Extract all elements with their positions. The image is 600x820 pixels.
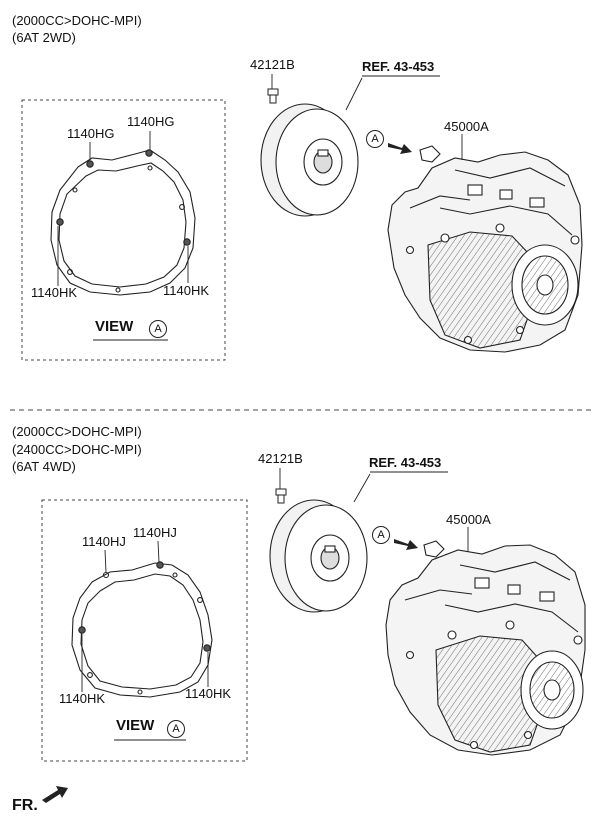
top-arrow-marker-letter: A (371, 133, 379, 145)
top-callout-hg-left: 1140HG (67, 126, 115, 141)
bottom-adapter-plate (71, 561, 213, 698)
top-torque-converter (260, 103, 359, 217)
top-callout-hg-right: 1140HG (127, 114, 175, 129)
top-spec-engine: (2000CC>DOHC-MPI) (12, 13, 142, 28)
bottom-callout-hk-right: 1140HK (185, 686, 232, 701)
top-direction-arrow-icon (388, 143, 412, 154)
bottom-view-label: VIEW (116, 717, 155, 734)
top-callout-hk-right: 1140HK (163, 283, 210, 298)
top-spec-drive: (6AT 2WD) (12, 30, 76, 45)
bottom-transmission-assembly (385, 540, 586, 756)
top-callout-hk-left: 1140HK (31, 285, 78, 300)
bottom-callout-hj-left: 1140HJ (82, 534, 126, 549)
bottom-view-marker-letter: A (172, 723, 180, 735)
bottom-spec-engine-2400: (2400CC>DOHC-MPI) (12, 442, 142, 457)
bottom-transmission-part-label: 45000A (446, 512, 491, 527)
bottom-spec-engine-2000: (2000CC>DOHC-MPI) (12, 424, 142, 439)
bottom-bolt-icon (275, 488, 287, 504)
top-bolt-icon (267, 88, 279, 104)
top-transmission-part-label: 45000A (444, 119, 489, 134)
front-direction-label: FR. (12, 797, 38, 814)
front-direction-arrow-icon (42, 786, 68, 803)
bottom-callout-hj-right: 1140HJ (133, 525, 177, 540)
top-ref-label: REF. 43-453 (362, 59, 435, 74)
bottom-spec-drive: (6AT 4WD) (12, 459, 76, 474)
bottom-bolt-part-label: 42121B (258, 451, 303, 466)
top-bolt-part-label: 42121B (250, 57, 295, 72)
bottom-torque-converter (269, 499, 368, 613)
bottom-direction-arrow-icon (394, 539, 418, 550)
top-view-box (21, 99, 226, 361)
bottom-ref-label: REF. 43-453 (369, 455, 442, 470)
bottom-arrow-marker-letter: A (377, 529, 385, 541)
bottom-view-box (41, 499, 248, 762)
top-adapter-plate (50, 149, 196, 296)
top-view-marker-letter: A (154, 323, 162, 335)
bottom-callout-hk-left: 1140HK (59, 691, 106, 706)
top-view-label: VIEW (95, 318, 134, 335)
top-transmission-assembly (387, 145, 583, 353)
